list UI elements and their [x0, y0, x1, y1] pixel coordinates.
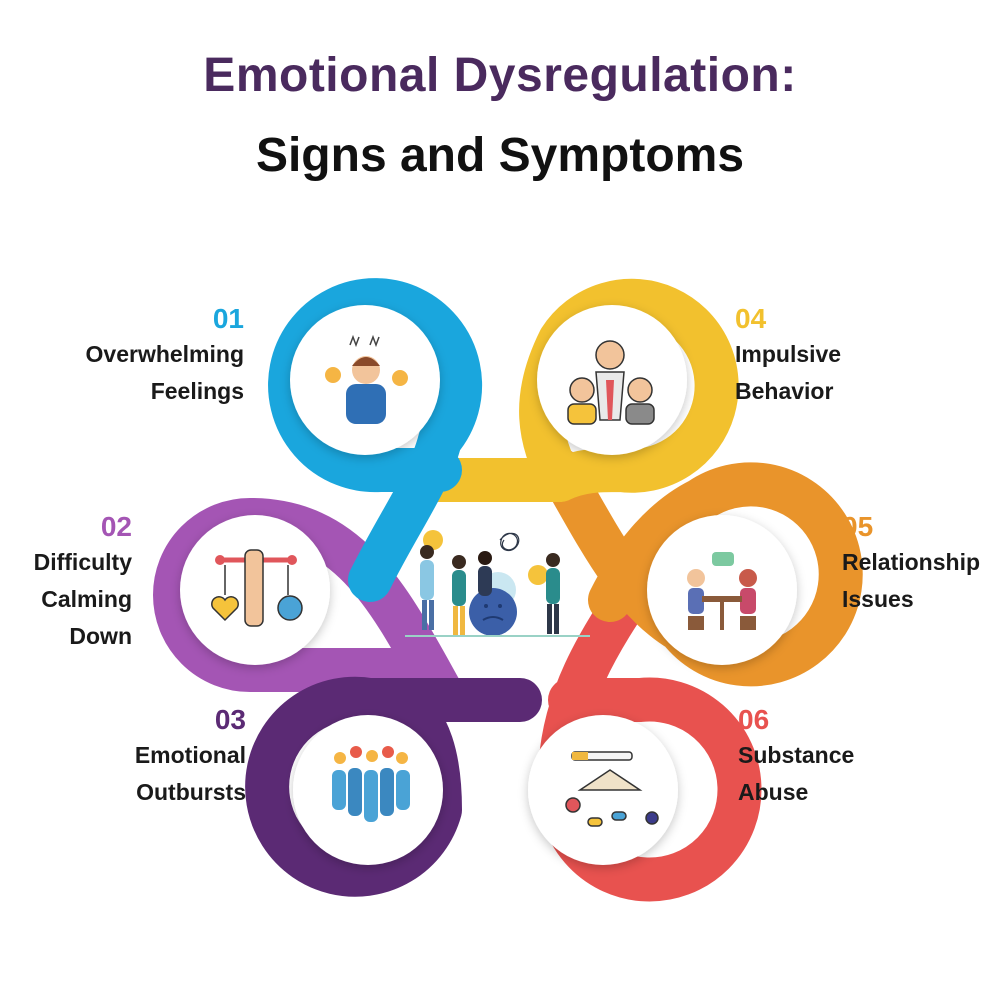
symptom-number: 02 — [100, 511, 132, 542]
symptom-04: 04 Impulsive Behavior — [735, 302, 995, 410]
symptom-label: Relationship Issues — [842, 549, 981, 612]
ribbon-01 — [268, 278, 483, 602]
icon-circle-03 — [293, 715, 443, 865]
symptom-label: Difficulty Calming Down — [33, 549, 132, 649]
symptom-02: 02 Difficulty Calming Down — [0, 510, 132, 655]
arguing-men-icon — [567, 340, 655, 425]
icon-circle-04 — [537, 305, 687, 455]
center-illustration — [405, 530, 590, 637]
symptom-number: 06 — [738, 704, 770, 735]
page-title: Emotional Dysregulation: — [203, 49, 797, 102]
page-subtitle: Signs and Symptoms — [255, 129, 745, 182]
angry-crowd-icon — [332, 746, 410, 822]
icon-circle-01 — [290, 305, 440, 455]
tangled-thought-icon — [499, 532, 520, 552]
symptom-03: 03 Emotional Outbursts — [0, 703, 246, 811]
heart-brain-balance-icon — [211, 549, 303, 627]
symptom-label: Substance Abuse — [738, 742, 855, 805]
drugs-cigarette-icon — [565, 751, 659, 827]
sad-face-ball-icon — [469, 588, 517, 636]
symptom-label: Emotional Outbursts — [134, 742, 246, 805]
icon-circle-05 — [647, 515, 797, 665]
symptom-06: 06 Substance Abuse — [738, 703, 998, 811]
icon-circle-02 — [180, 515, 330, 665]
symptom-number: 04 — [735, 303, 767, 334]
people-figures — [420, 545, 560, 636]
stressed-person-icon — [325, 334, 408, 424]
couple-talking-icon — [687, 552, 757, 630]
happy-emoji-icon — [423, 530, 443, 550]
smile-emoji-icon — [528, 565, 548, 585]
symptom-label: Overwhelming Feelings — [85, 341, 244, 404]
symptom-05: 05 Relationship Issues — [842, 510, 1000, 618]
symptom-number: 01 — [212, 303, 244, 334]
symptom-number: 03 — [214, 704, 246, 735]
icon-circle-06 — [528, 715, 678, 865]
symptom-number: 05 — [842, 511, 874, 542]
symptom-01: 01 Overwhelming Feelings — [0, 302, 244, 410]
symptom-label: Impulsive Behavior — [735, 341, 842, 404]
